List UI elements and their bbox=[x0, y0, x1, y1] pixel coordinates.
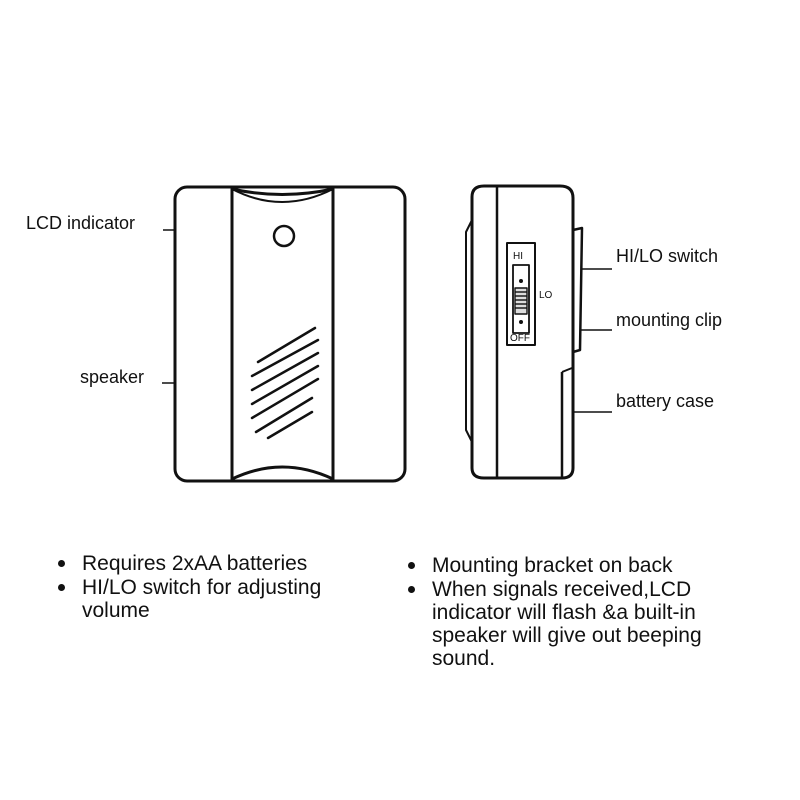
label-mounting-clip: mounting clip bbox=[616, 310, 722, 330]
note-text: Mounting bracket on back bbox=[432, 554, 673, 577]
bullet-icon bbox=[408, 586, 415, 593]
switch-label-lo: LO bbox=[539, 290, 553, 301]
speaker-grille-icon bbox=[250, 326, 320, 440]
note-text: Requires 2xAA batteries bbox=[82, 552, 308, 575]
switch-knob-icon bbox=[514, 287, 528, 315]
battery-case-outline bbox=[561, 367, 573, 373]
front-body-outline bbox=[173, 185, 407, 483]
lcd-indicator-icon bbox=[272, 224, 296, 248]
note-text: When signals received,LCD indicator will… bbox=[432, 578, 702, 670]
front-center-panel bbox=[230, 187, 335, 481]
list-item: Requires 2xAA batteries bbox=[56, 552, 386, 575]
side-view bbox=[465, 184, 584, 480]
hi-lo-switch-slot bbox=[512, 264, 530, 334]
label-speaker: speaker bbox=[80, 367, 144, 387]
list-item: Mounting bracket on back bbox=[406, 554, 766, 577]
front-view bbox=[173, 185, 407, 483]
bullet-icon bbox=[58, 584, 65, 591]
hi-lo-switch-housing bbox=[506, 242, 536, 346]
label-lcd-indicator: LCD indicator bbox=[26, 213, 135, 233]
note-text: HI/LO switch for adjusting volume bbox=[82, 576, 322, 622]
bullet-icon bbox=[408, 562, 415, 569]
notes-left-list: Requires 2xAA batteries HI/LO switch for… bbox=[56, 552, 386, 623]
bullet-icon bbox=[58, 560, 65, 567]
notes-right-list: Mounting bracket on back When signals re… bbox=[406, 554, 766, 671]
switch-label-hi: HI bbox=[513, 251, 523, 262]
label-hi-lo-switch: HI/LO switch bbox=[616, 246, 718, 266]
switch-label-off: OFF bbox=[510, 333, 530, 344]
mounting-clip-shape bbox=[572, 226, 584, 354]
side-body-outline bbox=[470, 184, 575, 480]
list-item: When signals received,LCD indicator will… bbox=[406, 578, 766, 670]
list-item: HI/LO switch for adjusting volume bbox=[56, 576, 386, 622]
label-battery-case: battery case bbox=[616, 391, 714, 411]
